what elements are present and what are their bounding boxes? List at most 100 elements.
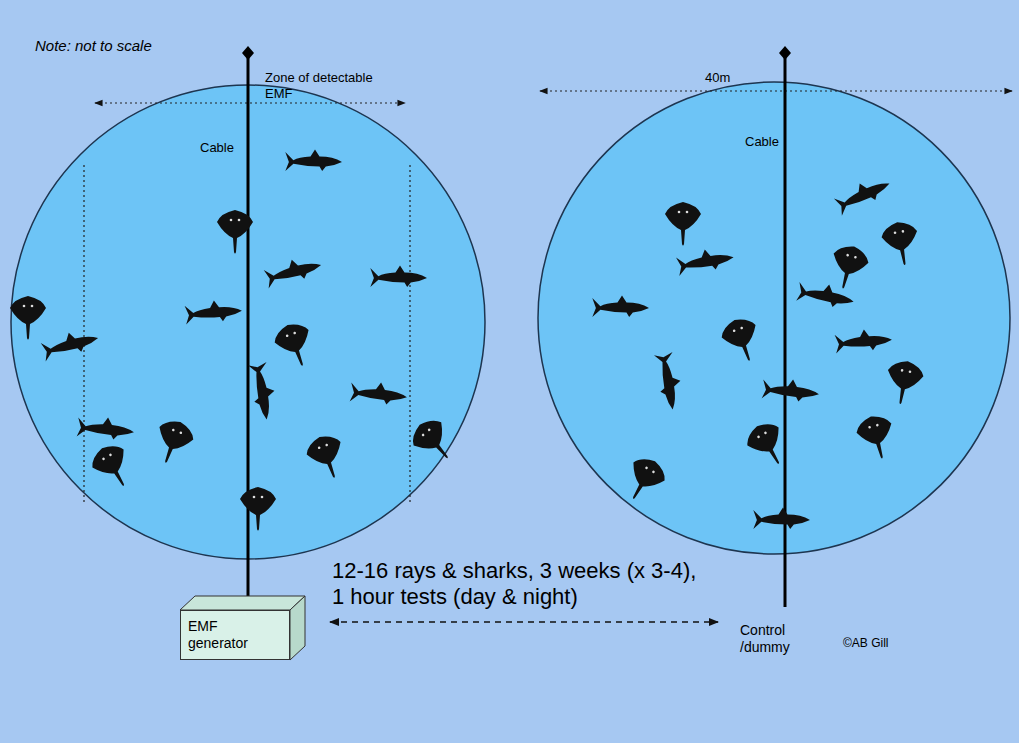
tank-control <box>538 82 1010 554</box>
ray-eye <box>293 331 296 334</box>
shark-silhouette <box>370 265 427 287</box>
cable-end <box>242 46 254 60</box>
control-label: Control /dummy <box>740 622 798 656</box>
ray-silhouette <box>853 412 899 463</box>
ray-body <box>149 416 198 469</box>
ray-silhouette <box>406 413 462 469</box>
shark-silhouette <box>263 253 323 289</box>
ray-eye <box>757 435 761 439</box>
shark-silhouette <box>248 362 279 422</box>
fish-group <box>10 149 926 530</box>
ray-body <box>271 319 320 372</box>
shark-silhouette <box>762 377 820 403</box>
ray-eye <box>868 426 871 429</box>
shark-silhouette <box>796 279 856 310</box>
ray-body <box>825 242 871 293</box>
node-text: EMF generator <box>188 618 248 652</box>
ray-eye <box>764 431 768 435</box>
ray-silhouette <box>718 314 767 367</box>
ray-silhouette <box>240 487 276 531</box>
ray-silhouette <box>665 202 701 246</box>
ray-eye <box>876 424 879 427</box>
ray-body <box>879 219 922 268</box>
ray-eye <box>238 219 241 222</box>
shark-silhouette <box>676 245 736 276</box>
cable-end <box>779 46 791 60</box>
ray-eye <box>854 256 857 259</box>
generator-side <box>290 596 305 660</box>
dimension-label: 40m <box>705 70 730 86</box>
ray-silhouette <box>879 219 922 268</box>
ray-eye <box>23 305 26 308</box>
ray-eye <box>733 329 736 332</box>
ray-silhouette <box>882 358 925 407</box>
zone-boundary <box>83 165 84 502</box>
ray-eye <box>31 305 34 308</box>
ray-silhouette <box>149 416 198 469</box>
shark-silhouette <box>753 507 810 529</box>
ray-silhouette <box>271 319 320 372</box>
shark-silhouette <box>77 415 135 441</box>
ray-eye <box>901 230 904 233</box>
zone-dimension <box>95 102 405 103</box>
shark-silhouette <box>285 149 342 171</box>
zone-boundary <box>409 165 410 502</box>
ray-body <box>882 358 925 407</box>
ray-eye <box>645 466 649 470</box>
ray-body <box>665 202 701 246</box>
generator-box: EMF generator <box>180 610 290 660</box>
ray-eye <box>179 431 182 434</box>
shark-silhouette <box>184 298 242 324</box>
ray-eye <box>686 211 689 214</box>
ray-eye <box>894 231 897 234</box>
shark-silhouette <box>654 352 685 412</box>
note-text: Note: not to scale <box>35 37 152 55</box>
ray-silhouette <box>217 210 253 254</box>
ray-eye <box>172 428 175 431</box>
ray-eye <box>678 211 681 214</box>
ray-body <box>240 487 276 531</box>
shark-silhouette <box>833 172 894 216</box>
ray-silhouette <box>303 431 352 484</box>
ray-eye <box>318 446 321 449</box>
ray-body <box>741 417 794 473</box>
shark-silhouette <box>592 295 649 317</box>
ray-eye <box>230 219 233 222</box>
ray-body <box>618 452 671 508</box>
ray-eye <box>421 433 425 437</box>
cable-label: Cable <box>200 140 234 156</box>
shark-silhouette <box>834 327 892 353</box>
ray-body <box>10 296 46 340</box>
ray-body <box>217 210 253 254</box>
ray-eye <box>325 443 328 446</box>
ray-silhouette <box>825 242 871 293</box>
ray-eye <box>109 453 113 457</box>
ray-eye <box>253 496 256 499</box>
ray-silhouette <box>10 296 46 340</box>
shark-silhouette <box>40 326 100 362</box>
ray-eye <box>908 370 911 373</box>
shark-silhouette <box>350 380 408 406</box>
ray-silhouette <box>86 439 139 495</box>
ray-eye <box>846 254 849 257</box>
ray-body <box>303 431 352 484</box>
ray-body <box>718 314 767 367</box>
ray-eye <box>901 369 904 372</box>
comparison-arrow <box>330 621 718 623</box>
ray-eye <box>652 470 656 474</box>
copyright-text: ©AB Gill <box>843 636 889 650</box>
generator-top <box>180 596 305 610</box>
ray-body <box>406 413 462 469</box>
ray-silhouette <box>741 417 794 473</box>
tank-dimension <box>540 90 1012 91</box>
ray-eye <box>427 428 431 432</box>
ray-body <box>86 439 139 495</box>
ray-body <box>853 412 899 463</box>
method-note: 12-16 rays & sharks, 3 weeks (x 3-4), 1 … <box>332 558 704 611</box>
ray-eye <box>740 326 743 329</box>
cable-label: Cable <box>745 134 779 150</box>
ray-eye <box>286 334 289 337</box>
ray-eye <box>102 457 106 461</box>
